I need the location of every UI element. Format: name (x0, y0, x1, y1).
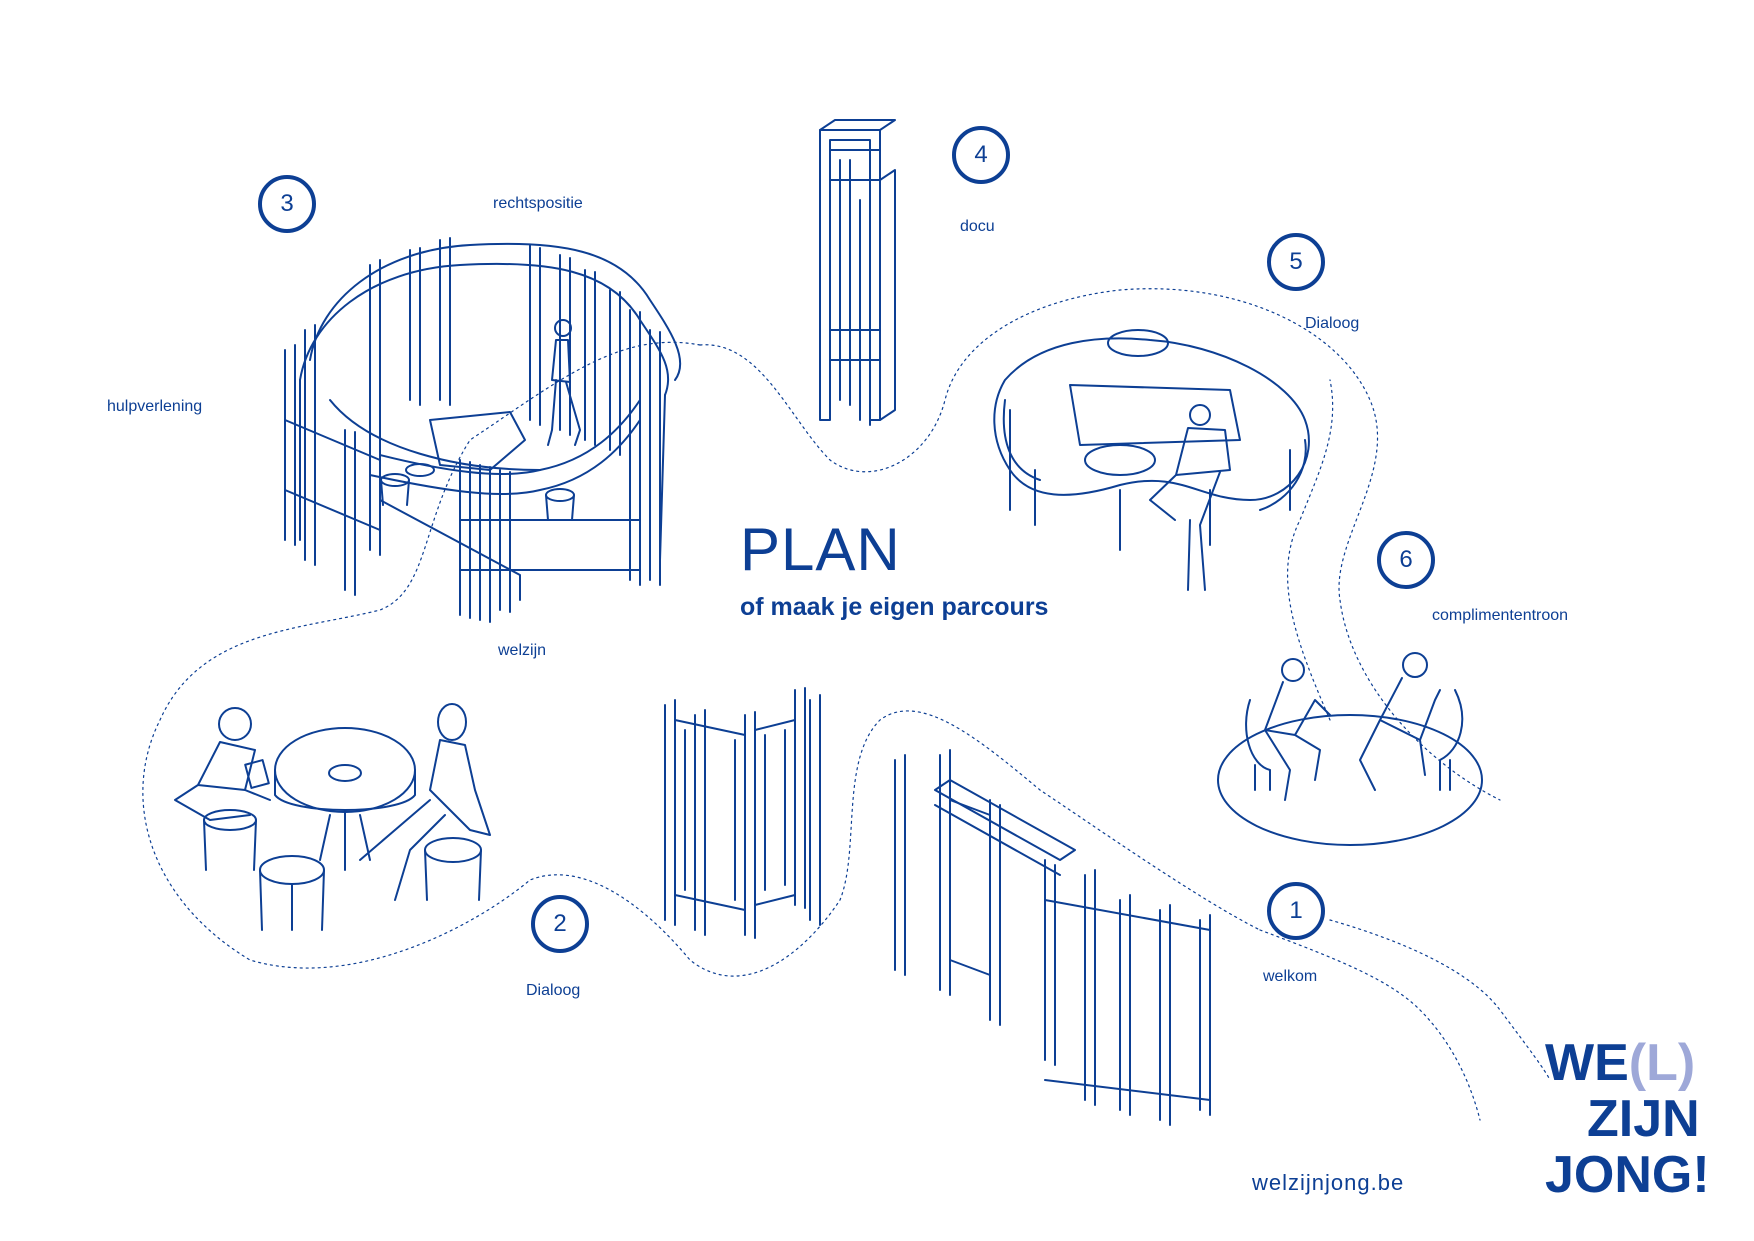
station-6-chairs (1217, 652, 1483, 846)
station-4-tower (819, 119, 896, 426)
station-marker-5: 5 (1267, 233, 1325, 291)
station-label-6: complimententroon (1432, 607, 1569, 624)
logo-line-1: WE(L) (1545, 1034, 1696, 1092)
website-link[interactable]: welzijnjong.be (1252, 1170, 1405, 1195)
station-label-4: docu (960, 218, 995, 235)
zone-outline-right (1259, 929, 1481, 1121)
logo-line-3: JONG! (1545, 1146, 1710, 1204)
zone-outline-top (699, 288, 1501, 801)
station-1-screen-a (664, 687, 821, 939)
logo-line-2: ZIJN (1587, 1090, 1700, 1148)
station-marker-3: 3 (258, 175, 316, 233)
station-1-gate (894, 749, 1211, 1126)
station-marker-4: 4 (952, 126, 1010, 184)
zone-outline-inner (1287, 379, 1334, 721)
label-hulpverlening: hulpverlening (107, 398, 203, 415)
station-label-2: Dialoog (526, 982, 581, 999)
plan-subtitle: of maak je eigen parcours (740, 593, 1049, 621)
route-line-1 (1329, 919, 1551, 1081)
station-label-1: welkom (1263, 968, 1318, 985)
brand-logo: WE(L) ZIJN JONG! (1545, 1035, 1710, 1203)
station-2-table (174, 703, 491, 931)
station-3-pavilion (284, 237, 682, 623)
label-rechtspositie: rechtspositie (493, 195, 583, 212)
station-label-5: Dialoog (1305, 315, 1360, 332)
station-5-seat (993, 329, 1310, 591)
station-marker-6: 6 (1377, 531, 1435, 589)
station-marker-1: 1 (1267, 882, 1325, 940)
station-marker-2: 2 (531, 895, 589, 953)
plan-title: PLAN (740, 516, 901, 583)
station-label-3: welzijn (498, 642, 547, 659)
